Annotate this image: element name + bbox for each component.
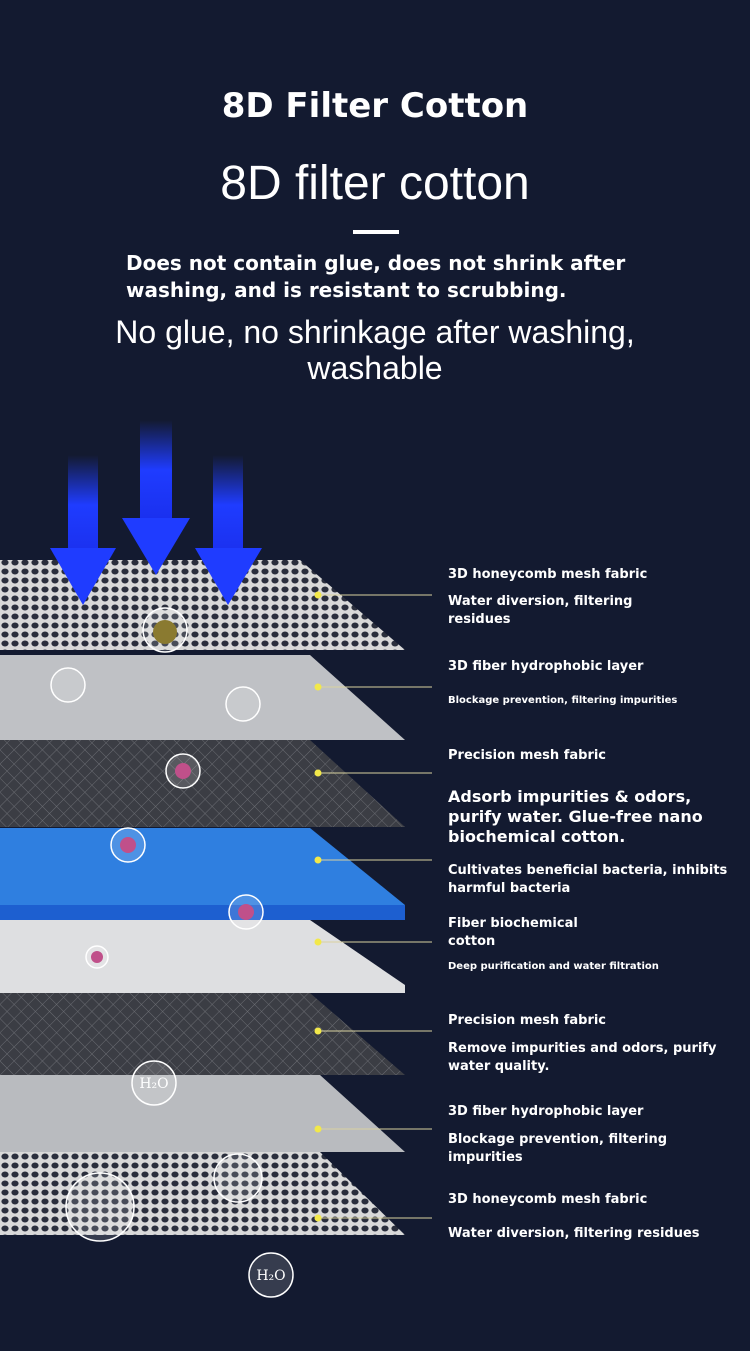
page-title: 8D Filter Cotton [221, 86, 529, 126]
page-subtitle: 8D filter cotton [220, 157, 530, 210]
flow-arrows [50, 420, 262, 605]
arrow-down-icon [122, 420, 190, 575]
callout-lines [318, 594, 432, 1219]
h2o-bubble-label: H₂O [139, 1076, 168, 1092]
layer-1-desc: Water diversion, filtering residues [448, 594, 633, 627]
layer-hydrophobic-2 [0, 1075, 405, 1152]
layer-8-desc: Water diversion, filtering residues [448, 1226, 700, 1241]
layer-3-name: Precision mesh fabric [448, 748, 607, 763]
layer-honeycomb-top [0, 560, 405, 650]
layer-honeycomb-bottom [0, 1152, 405, 1235]
layer-biochemical-cotton [0, 920, 405, 993]
layer-blue-cotton [0, 828, 405, 920]
layer-6-desc: Remove impurities and odors, purify wate… [448, 1041, 717, 1074]
layer-6-name: Precision mesh fabric [448, 1013, 607, 1028]
layer-5-name: Fiber biochemical cotton [448, 916, 578, 949]
arrow-down-icon [50, 455, 116, 605]
h2o-bubble-label: H₂O [256, 1268, 285, 1284]
layer-mesh-1 [0, 740, 405, 827]
layer-8-name: 3D honeycomb mesh fabric [448, 1192, 648, 1207]
layer-3-desc: Adsorb impurities & odors, purify water.… [448, 787, 703, 846]
arrow-down-icon [195, 455, 262, 605]
layer-7-name: 3D fiber hydrophobic layer [448, 1104, 644, 1119]
layer-hydrophobic-1 [0, 655, 405, 740]
layer-1-name: 3D honeycomb mesh fabric [448, 567, 648, 582]
divider [353, 230, 399, 234]
layer-7-desc: Blockage prevention, filtering impuritie… [448, 1132, 668, 1165]
layer-mesh-2 [0, 993, 405, 1075]
callout-dots [314, 591, 322, 1222]
particle-bubbles [50, 607, 294, 1298]
description: Does not contain glue, does not shrink a… [126, 251, 626, 302]
layer-2-name: 3D fiber hydrophobic layer [448, 659, 644, 674]
layer-2-desc: Blockage prevention, filtering impuritie… [448, 695, 678, 706]
layer-4-desc: Cultivates beneficial bacteria, inhibits… [448, 863, 728, 896]
tagline: No glue, no shrinkage after washing, was… [115, 314, 635, 386]
layer-5-desc: Deep purification and water filtration [448, 961, 659, 972]
